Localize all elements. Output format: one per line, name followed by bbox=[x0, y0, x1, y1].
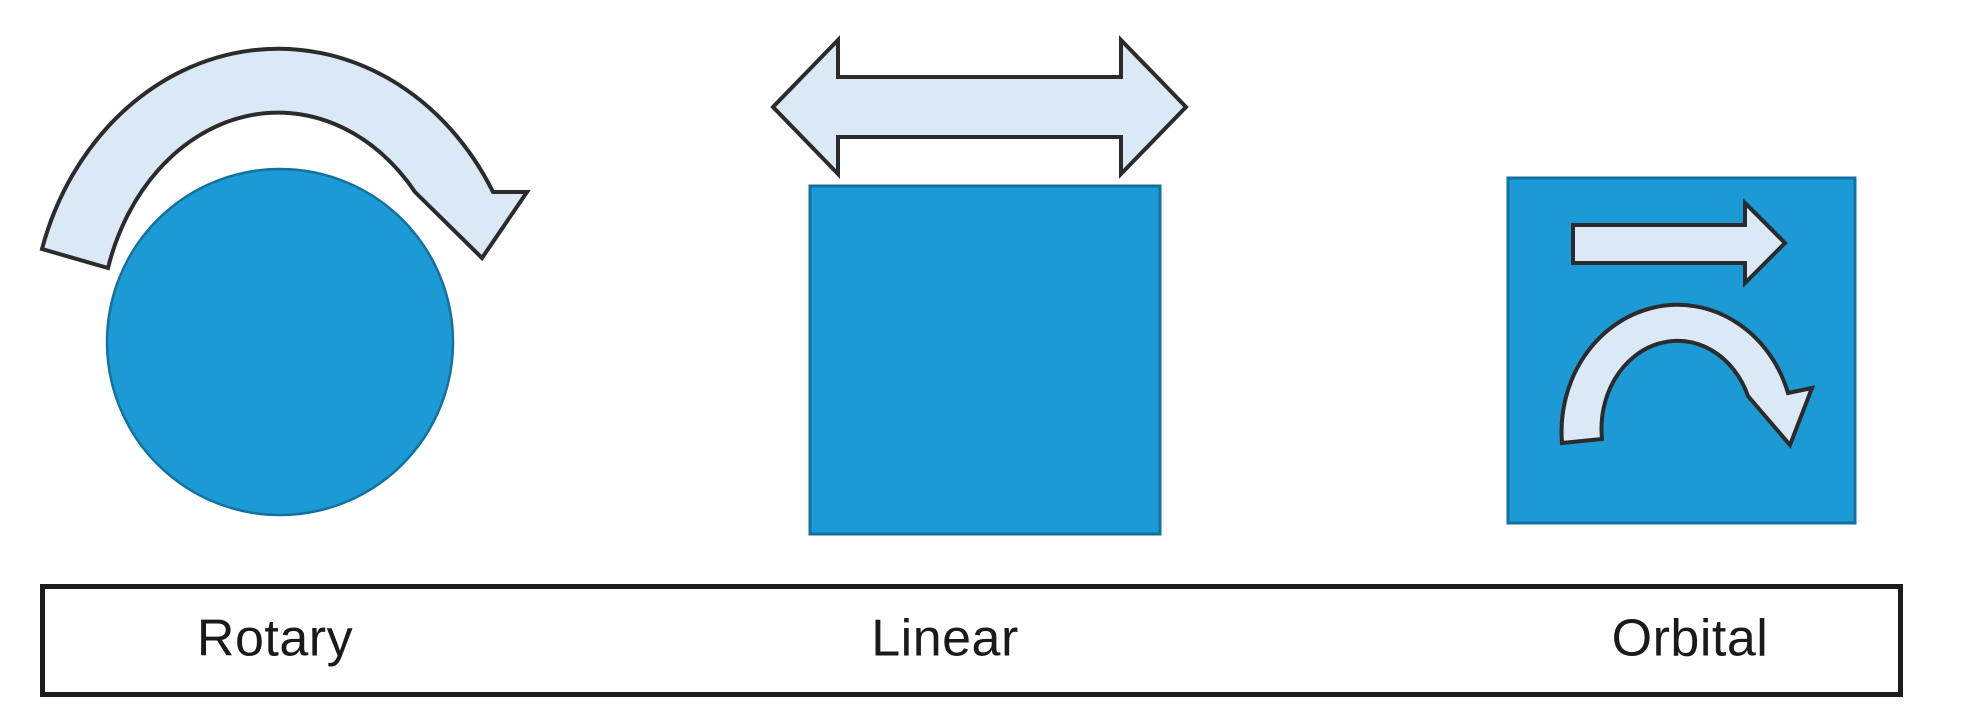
orbital-rotation-arrow-icon bbox=[1559, 302, 1816, 449]
linear-double-arrow-icon bbox=[770, 35, 1189, 179]
rotary-rotation-arrow-icon bbox=[39, 46, 531, 271]
legend-bar: Rotary Linear Orbital bbox=[40, 584, 1903, 697]
legend-label-linear: Linear bbox=[871, 609, 1019, 668]
rotary-circle bbox=[105, 167, 455, 517]
orbital-straight-arrow-icon bbox=[1571, 198, 1788, 288]
legend-label-orbital: Orbital bbox=[1611, 609, 1769, 668]
legend-label-rotary: Rotary bbox=[196, 609, 354, 668]
linear-square bbox=[808, 184, 1162, 536]
